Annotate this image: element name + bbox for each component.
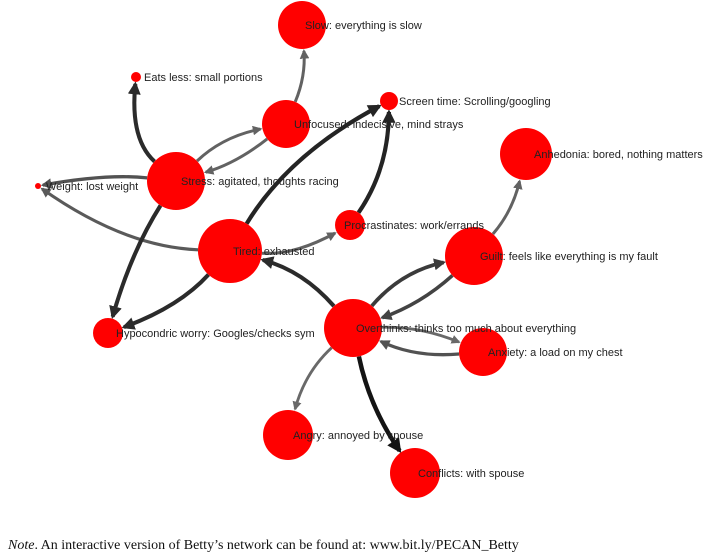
node-angry [263, 410, 313, 460]
node-label-weight: Weight: lost weight [46, 181, 138, 193]
edge-stress-to-unfocused [195, 125, 263, 163]
edge-stress-to-hypocondric [109, 204, 163, 320]
node-label-hypocondric: Hypocondric worry: Googles/checks sym [116, 328, 315, 340]
node-anxiety [459, 328, 507, 376]
node-tired [198, 219, 262, 283]
edge-overthinks-to-guilt [370, 258, 447, 308]
edge-anxiety-to-overthinks [379, 339, 460, 357]
node-unfocused [262, 100, 310, 148]
edge-overthinks-to-conflicts [356, 355, 402, 454]
edges-layer [40, 49, 523, 454]
edge-guilt-to-overthinks [380, 274, 454, 320]
node-label-anhedonia: Anhedonia: bored, nothing matters [534, 149, 703, 161]
node-screen [380, 92, 398, 110]
edge-tired-to-screen [244, 104, 382, 225]
node-eats [131, 72, 141, 82]
node-label-screen: Screen time: Scrolling/googling [399, 96, 551, 108]
node-slow [278, 1, 326, 49]
edge-tired-to-procrastinates [261, 231, 337, 256]
edge-unfocused-to-slow [293, 49, 310, 103]
edge-overthinks-to-angry [292, 346, 333, 411]
edge-overthinks-to-tired [260, 256, 336, 308]
edge-tired-to-weight [40, 187, 199, 252]
node-label-angry: Angry: annoyed by spouse [293, 430, 423, 442]
figure-note: Note. An interactive version of Betty’s … [8, 538, 708, 554]
node-label-guilt: Guilt: feels like everything is my fault [480, 251, 658, 263]
node-label-stress: Stress: agitated, thoughts racing [181, 176, 339, 188]
edge-overthinks-to-anxiety [381, 325, 461, 344]
edge-guilt-to-anhedonia [491, 179, 523, 236]
note-text: . An interactive version of Betty’s netw… [34, 538, 519, 553]
node-conflicts [390, 448, 440, 498]
node-anhedonia [500, 128, 552, 180]
node-label-unfocused: Unfocused: indecisive, mind strays [294, 119, 464, 131]
edge-stress-to-weight [40, 175, 148, 189]
edge-tired-to-hypocondric [121, 273, 210, 330]
node-weight [35, 183, 41, 189]
edge-procrastinates-to-screen [356, 109, 396, 214]
node-label-conflicts: Conflicts: with spouse [418, 468, 524, 480]
node-procrastinates [335, 210, 365, 240]
node-stress [147, 152, 205, 210]
node-label-tired: Tired: exhausted [233, 246, 315, 258]
node-label-anxiety: Anxiety: a load on my chest [488, 347, 623, 359]
node-guilt [445, 227, 503, 285]
node-label-eats: Eats less: small portions [144, 72, 263, 84]
edge-stress-to-eats [127, 81, 156, 163]
node-label-procrastinates: Procrastinates: work/errands [344, 220, 484, 232]
nodes-layer [35, 1, 552, 498]
node-hypocondric [93, 318, 123, 348]
note-lead: Note [8, 538, 35, 553]
edge-unfocused-to-stress [203, 137, 269, 175]
node-label-overthinks: Overthinks: thinks too much about everyt… [356, 323, 576, 335]
node-overthinks [324, 299, 382, 357]
node-label-slow: Slow: everything is slow [305, 20, 422, 32]
